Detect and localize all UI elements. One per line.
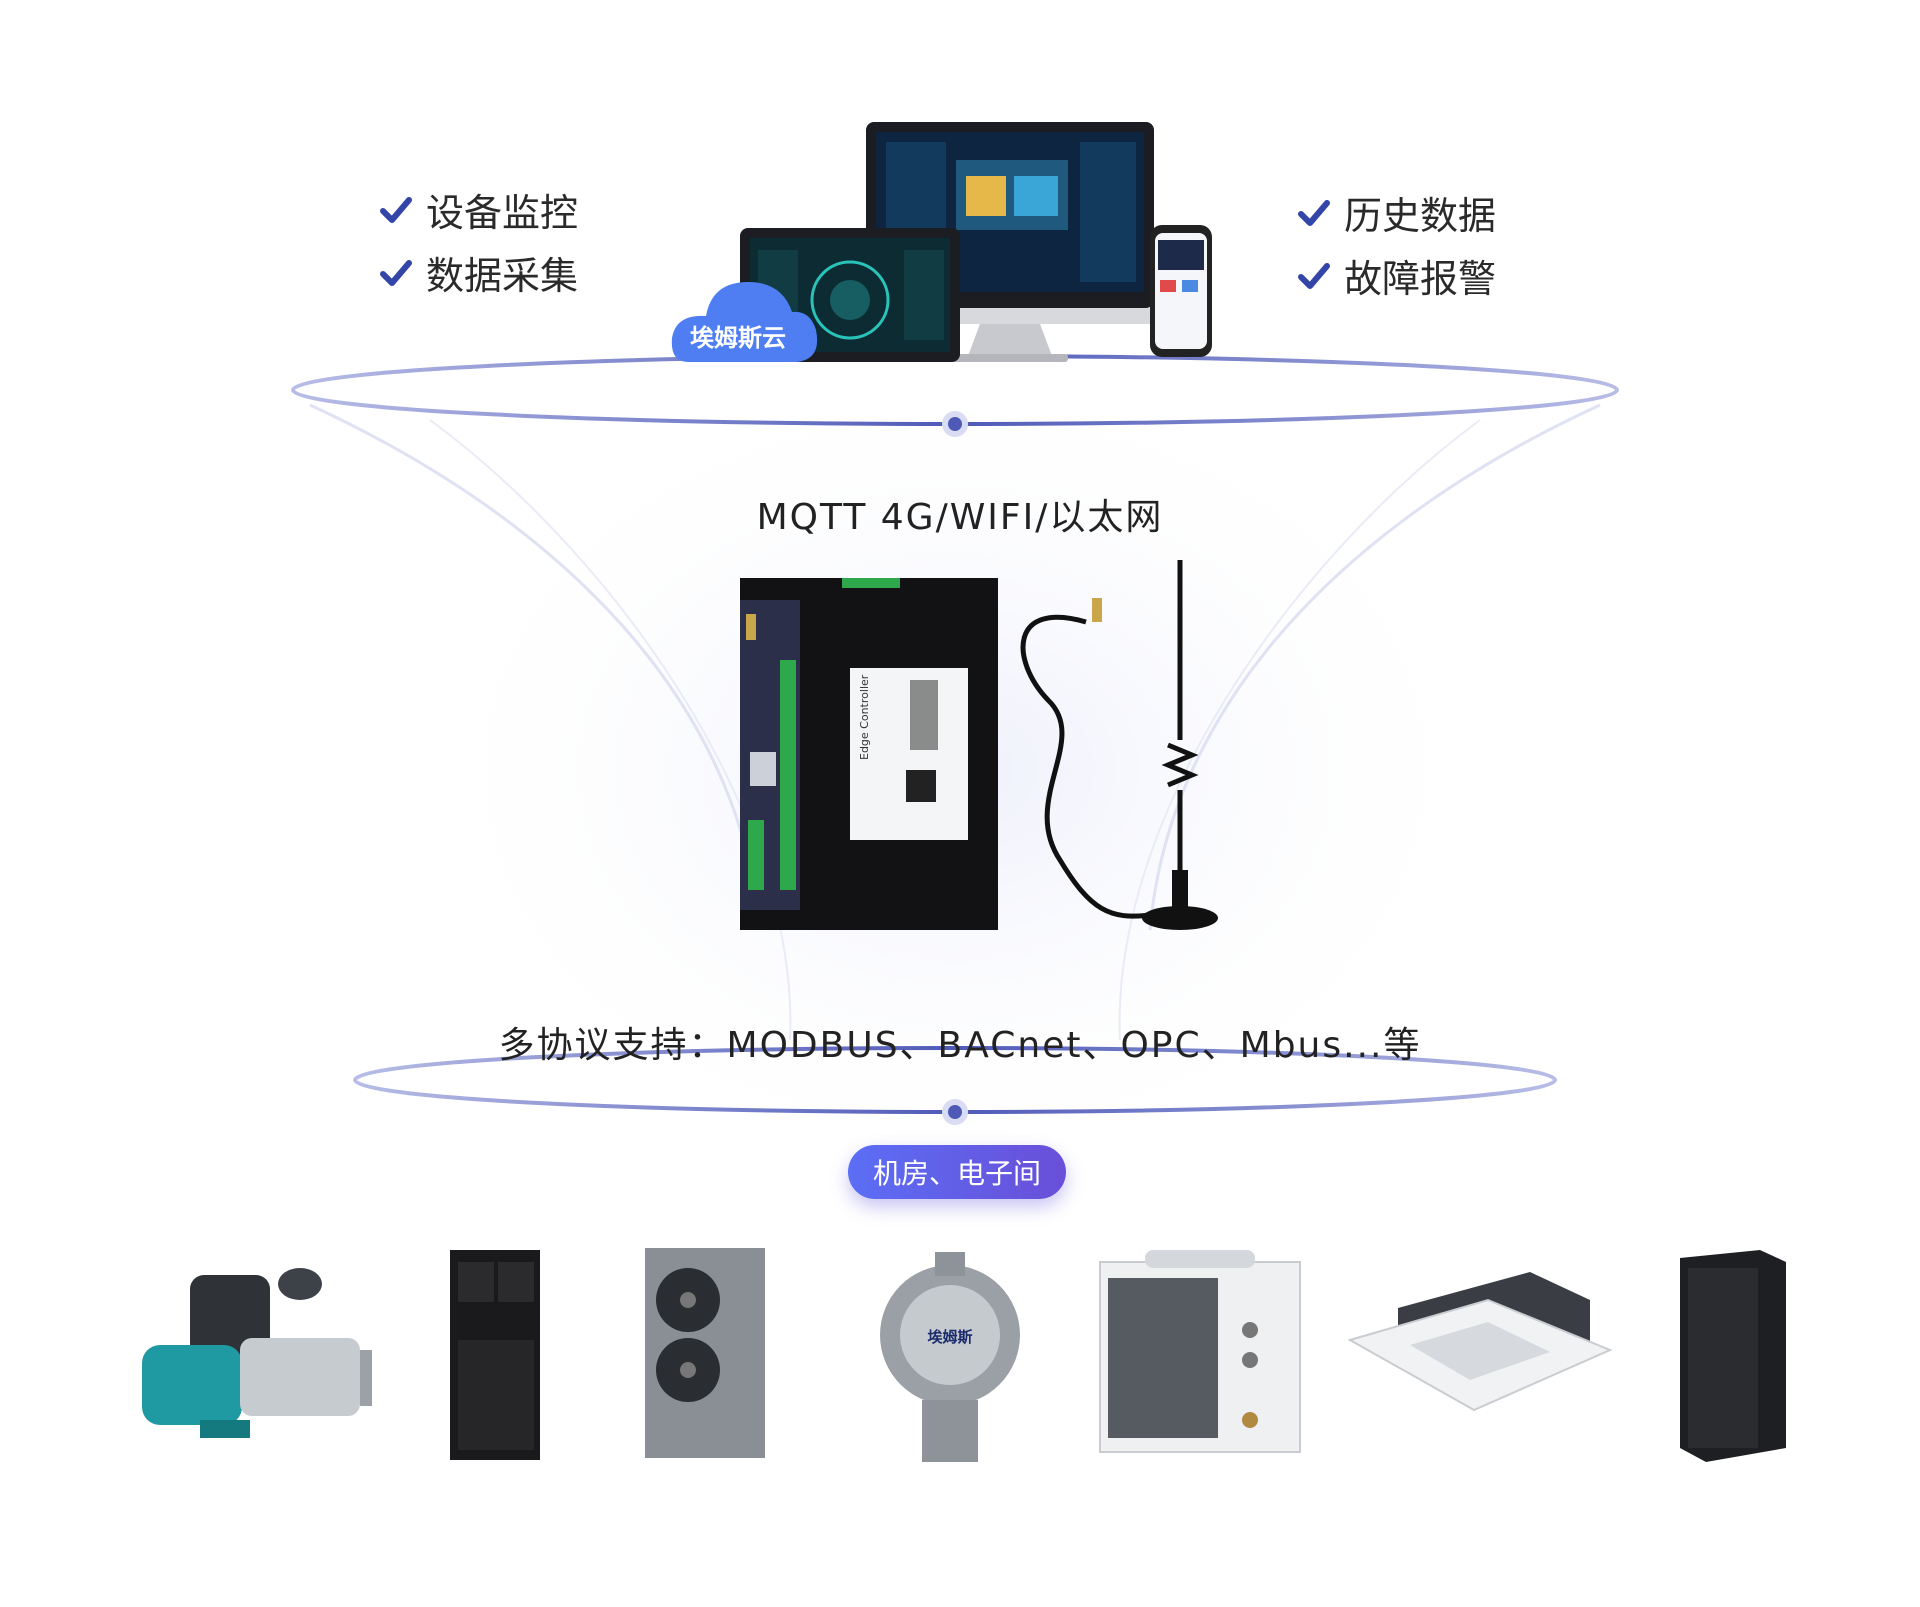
antenna-base xyxy=(1142,906,1218,930)
water-pump xyxy=(142,1268,372,1438)
funnel-curve-left-inner xyxy=(429,419,792,1041)
cloud-label: 埃姆斯云 xyxy=(690,324,786,352)
checkmark-icon xyxy=(1298,262,1330,289)
edge-controller-device xyxy=(740,578,998,930)
checkmark-icon xyxy=(380,196,412,223)
antenna-connector xyxy=(1092,598,1102,622)
precision-air-conditioner xyxy=(450,1250,540,1460)
comm-text: MQTT 4G/WIFI/以太网 xyxy=(756,497,1164,538)
cassette-air-conditioner xyxy=(1347,1272,1613,1412)
funnel-curve-right-inner xyxy=(1118,419,1481,1041)
heat-pump-unit xyxy=(645,1248,765,1458)
feature-left-2: 数据采集 xyxy=(380,245,578,300)
feature-label: 历史数据 xyxy=(1344,194,1497,238)
feature-right-2: 故障报警 xyxy=(1298,248,1496,303)
antenna xyxy=(1020,560,1199,919)
feature-label: 设备监控 xyxy=(426,191,579,235)
checkmark-icon xyxy=(1298,199,1330,226)
feature-label: 数据采集 xyxy=(426,254,579,298)
feature-label: 故障报警 xyxy=(1344,257,1497,301)
scene-badge: 机房、电子间 xyxy=(848,1145,1066,1199)
protocol-text: 多协议支持：MODBUS、BACnet、OPC、Mbus...等 xyxy=(498,1025,1422,1066)
feature-right-1: 历史数据 xyxy=(1298,185,1496,240)
smartphone xyxy=(1150,225,1212,357)
antenna-stem xyxy=(1172,870,1188,910)
gas-detector xyxy=(880,1252,1020,1462)
cloud-icon xyxy=(671,282,818,362)
outdoor-unit xyxy=(1099,1250,1301,1453)
top-ring-node xyxy=(948,417,962,431)
server-rack xyxy=(1680,1250,1786,1462)
feature-left-1: 设备监控 xyxy=(380,182,578,237)
detector-brand-label: 埃姆斯 xyxy=(927,1328,973,1346)
checkmark-icon xyxy=(380,259,412,286)
bottom-ring-node xyxy=(948,1105,962,1119)
funnel-curve-right xyxy=(1148,403,1601,931)
controller-label: Edge Controller xyxy=(858,674,871,760)
